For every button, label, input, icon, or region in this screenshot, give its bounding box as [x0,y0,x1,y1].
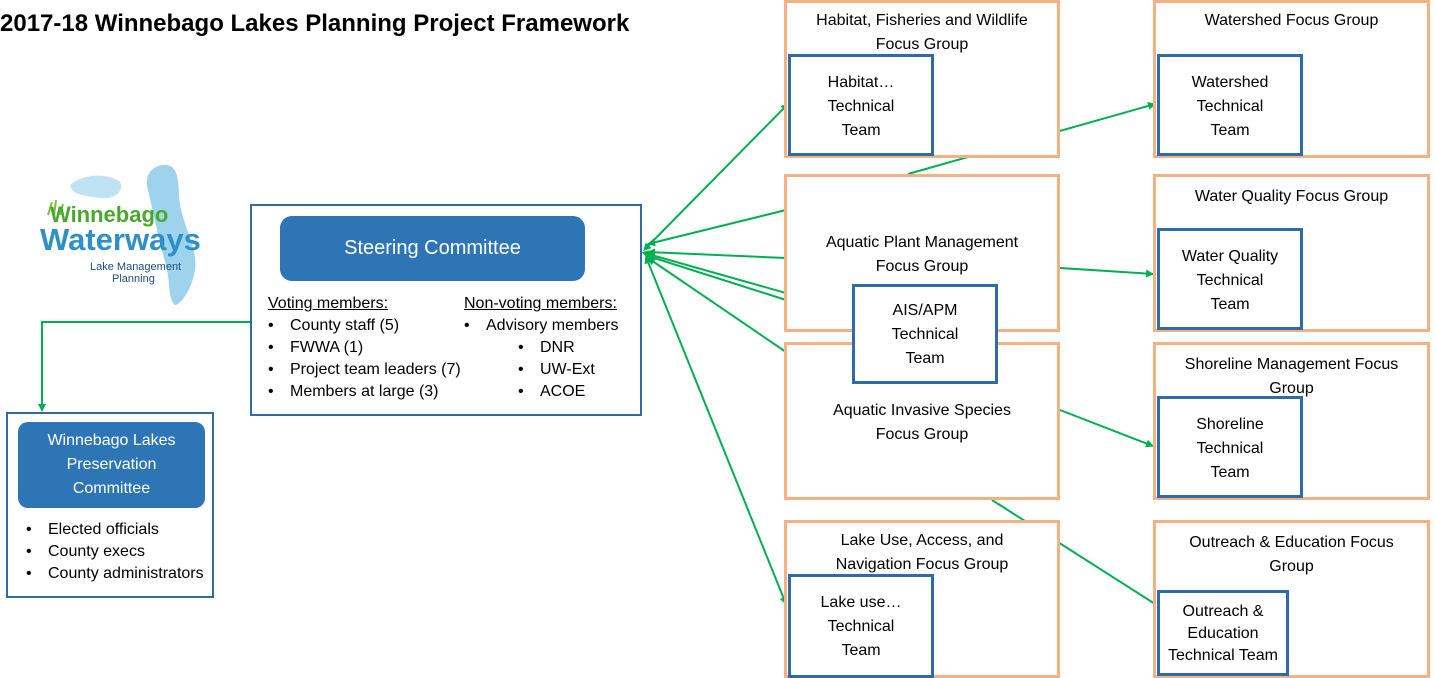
watershed-focus-title: Watershed Focus Group [1204,12,1379,29]
advisory-list: Advisory members [464,315,618,337]
voting-member: Project team leaders (7) [268,359,461,381]
logo-line1: Winnebago [50,202,169,227]
aquatic-plant-steering-arrow-2 [647,248,787,259]
steering-committee-label: Steering Committee [280,216,585,281]
focus-title-line: Aquatic Invasive Species [833,402,1011,419]
preservation-label-line: Winnebago Lakes [47,432,176,449]
advisory-item: DNR [518,337,618,359]
focus-title-line: Group [1269,380,1314,397]
team-line: Team [841,122,881,139]
voting-members-header: Voting members: [268,295,389,312]
advisory-item: ACOE [518,381,618,403]
aquatic-plant-steering-arrow [647,209,787,247]
voting-members-list: County staff (5) FWWA (1) Project team l… [268,315,461,403]
habitat-technical-team: Habitat… Technical Team [788,54,934,156]
team-line: Technical [1196,272,1264,289]
aquatic-plant-water-quality-arrow [1059,267,1154,278]
team-line: Team [1210,464,1250,481]
voting-member: County staff (5) [268,315,461,337]
outreach-focus-title: Outreach & Education Focus Group [1156,531,1427,579]
preservation-label-line: Committee [72,480,151,497]
steering-habitat-arrow [643,103,789,251]
preservation-member: County execs [26,541,204,563]
preservation-committee-label: Winnebago Lakes Preservation Committee [18,422,205,508]
team-line: Lake use… [820,594,902,611]
nonvoting-members-header: Non-voting members: [464,295,617,312]
voting-member: FWWA (1) [268,337,461,359]
watershed-technical-team: Watershed Technical Team [1157,54,1303,156]
preservation-steering-connector [38,318,266,412]
team-line: Technical [827,618,895,635]
advisory-item: UW-Ext [518,359,618,381]
team-line: Watershed [1191,74,1269,91]
voting-members-section: Voting members: County staff (5) FWWA (1… [268,293,461,403]
advisory-items-list: DNR UW-Ext ACOE [518,337,618,403]
voting-member: Members at large (3) [268,381,461,403]
logo-line2: Waterways [40,222,201,257]
team-line: Team [905,350,945,367]
invasive-steering-arrow [647,257,787,353]
water-quality-technical-team: Water Quality Technical Team [1157,228,1303,330]
team-line: Technical [1196,98,1264,115]
outreach-technical-team: Outreach & Education Technical Team [1157,590,1289,676]
focus-title-line: Group [1269,558,1314,575]
focus-title-line: Lake Use, Access, and [840,532,1004,549]
team-line: Technical [1196,440,1264,457]
team-line: AIS/APM [892,302,958,319]
lake-use-focus-title: Lake Use, Access, and Navigation Focus G… [787,529,1057,577]
focus-title-line: Shoreline Management Focus [1184,356,1399,373]
steering-lake-use-arrow [644,255,788,605]
ais-apm-technical-team: AIS/APM Technical Team [852,284,998,384]
team-line: Water Quality [1181,248,1279,265]
team-line: Team [1210,296,1250,313]
aquatic-plant-focus-title: Aquatic Plant Management Focus Group [787,231,1057,279]
advisory-members: Advisory members [464,315,618,337]
team-line: Education [1187,625,1259,642]
focus-title-line: Habitat, Fisheries and Wildlife [816,12,1028,29]
logo-line4: Planning [112,273,155,285]
focus-title-line: Navigation Focus Group [835,556,1009,573]
team-line: Technical [827,98,895,115]
team-line: Team [1210,122,1250,139]
focus-title-line: Focus Group [875,258,969,275]
lake-use-technical-team: Lake use… Technical Team [788,574,934,678]
focus-title-line: Focus Group [875,36,969,53]
invasive-focus-title: Aquatic Invasive Species Focus Group [787,399,1057,447]
focus-title-line: Focus Group [875,426,969,443]
team-line: Team [841,642,881,659]
logo-line3: Lake Management [90,261,182,273]
preservation-label-line: Preservation [66,456,157,473]
invasive-shoreline-arrow [1059,409,1154,448]
steering-ais-team-arrow-2 [647,255,787,301]
lake-shape-icon [47,165,196,305]
preservation-member: County administrators [26,563,204,585]
focus-title-line: Aquatic Plant Management [825,234,1019,251]
team-line: Shoreline [1196,416,1264,433]
winnebago-waterways-logo: Winnebago Waterways Lake Management Plan… [30,160,220,310]
preservation-members-list: Elected officials County execs County ad… [26,519,204,585]
team-line: Technical Team [1168,647,1278,664]
invasive-outreach-arrow [991,499,1156,605]
shoreline-technical-team: Shoreline Technical Team [1157,396,1303,498]
team-line: Habitat… [827,74,895,91]
team-line: Outreach & [1182,603,1264,620]
shoreline-focus-title: Shoreline Management Focus Group [1156,353,1427,401]
water-quality-focus-title: Water Quality Focus Group [1194,188,1389,205]
page-title: 2017-18 Winnebago Lakes Planning Project… [0,10,630,37]
focus-title-line: Outreach & Education Focus [1189,534,1394,551]
habitat-focus-title: Habitat, Fisheries and Wildlife Focus Gr… [787,9,1057,57]
nonvoting-members-section: Non-voting members: Advisory members DNR… [464,293,618,403]
team-line: Technical [891,326,959,343]
preservation-member: Elected officials [26,519,204,541]
